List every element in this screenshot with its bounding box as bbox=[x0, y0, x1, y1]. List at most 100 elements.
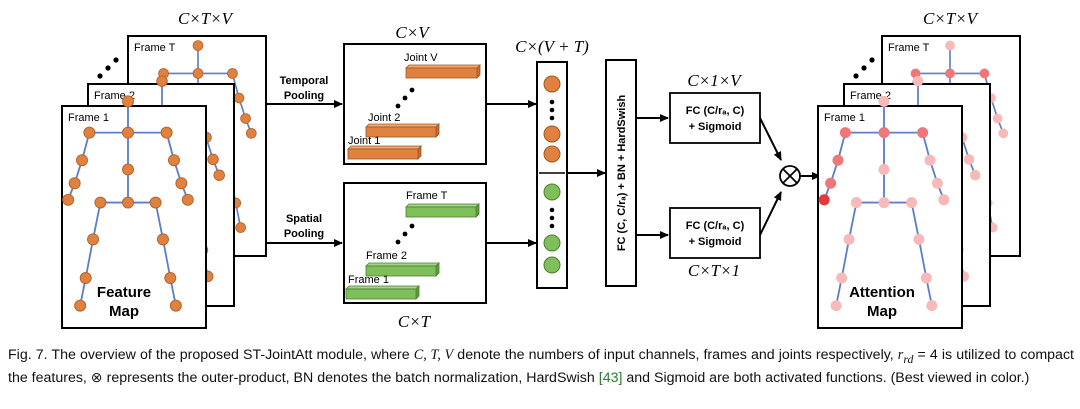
attention-joint-node bbox=[825, 177, 837, 189]
attention-joint-node bbox=[945, 68, 955, 79]
joint-node bbox=[240, 113, 251, 124]
attention-frame-1-label: Frame 1 bbox=[824, 112, 865, 124]
attention-joint-node bbox=[938, 194, 950, 206]
joint-node bbox=[168, 154, 180, 167]
joint-node bbox=[79, 272, 92, 284]
frame-1-bar-label: Frame 1 bbox=[348, 274, 389, 286]
temporal-ellipsis-dots bbox=[395, 87, 415, 109]
top-fc-line1: FC (C/rₐ, C) bbox=[686, 105, 745, 117]
joint-node bbox=[245, 127, 257, 139]
joint-1-bar bbox=[347, 145, 422, 160]
attention-joint-node bbox=[920, 272, 932, 284]
temporal-pooled-box: C×V Joint V Joint 2 Joint 1 bbox=[343, 23, 487, 165]
joint-node bbox=[192, 68, 204, 79]
top-fc-line2: + Sigmoid bbox=[689, 121, 742, 133]
top-fc-dim-label: C×1×V bbox=[687, 71, 743, 90]
joint-node bbox=[76, 154, 88, 167]
attention-joint-node bbox=[878, 197, 890, 209]
attention-joint-node bbox=[917, 127, 929, 139]
attention-map-dim-label: C×T×V bbox=[923, 9, 980, 28]
attention-joint-node bbox=[843, 233, 855, 245]
joint-node bbox=[233, 92, 245, 104]
joint-node bbox=[83, 126, 96, 139]
temporal-dim-label: C×V bbox=[395, 23, 431, 42]
joint-node bbox=[68, 177, 81, 190]
concat-lower-dots bbox=[549, 207, 555, 229]
spatial-ellipsis-dots bbox=[395, 223, 415, 245]
joint-node bbox=[122, 163, 134, 176]
concat-orange-node-3 bbox=[543, 145, 561, 163]
joint-node bbox=[169, 299, 182, 312]
spatial-pooling-arrow: Spatial Pooling bbox=[266, 213, 343, 247]
spatial-pooling-label-line1: Spatial bbox=[286, 213, 322, 225]
joint-node bbox=[207, 153, 219, 166]
frame-t-bar-label: Frame T bbox=[406, 190, 448, 202]
stack-ellipsis-dots bbox=[97, 57, 119, 79]
joint-v-bar bbox=[405, 64, 481, 79]
joint-v-label: Joint V bbox=[404, 52, 438, 64]
attention-map-stack: C×T×V Frame T Frame 2 Frame 1 Atte bbox=[817, 9, 1021, 329]
concat-green-node-1 bbox=[543, 183, 561, 201]
attention-joint-node bbox=[912, 75, 924, 87]
concat-green-node-2 bbox=[543, 234, 561, 252]
concat-green-node-3 bbox=[543, 256, 561, 274]
attention-frame-1-skeleton bbox=[818, 95, 950, 312]
caption-reference-43[interactable]: [43] bbox=[598, 369, 623, 386]
caption-math-ctv: C, T, V bbox=[413, 347, 454, 363]
outer-product-icon bbox=[779, 165, 801, 187]
bottom-fc-line1: FC (C/rₐ, C) bbox=[686, 220, 745, 232]
caption-part2: denote the numbers of input channels, fr… bbox=[453, 347, 898, 363]
attention-joint-node bbox=[818, 194, 830, 206]
attention-stack-ellipsis-dots bbox=[853, 57, 875, 79]
attention-joint-node bbox=[969, 169, 981, 181]
attention-map-label-line1: Attention bbox=[849, 284, 915, 301]
attention-joint-node bbox=[878, 127, 890, 139]
attention-joint-node bbox=[839, 127, 851, 139]
figure-caption: Fig. 7. The overview of the proposed ST-… bbox=[8, 346, 1074, 388]
caption-part3: is utilized to compact the features, ⊗ r… bbox=[8, 347, 1074, 386]
attention-joint-node bbox=[832, 154, 844, 166]
frame-1-label: Frame 1 bbox=[68, 112, 109, 124]
frame-t-label: Frame T bbox=[134, 42, 176, 54]
joint-node bbox=[122, 95, 134, 108]
joint-1-label: Joint 1 bbox=[348, 135, 380, 147]
joint-node bbox=[164, 272, 177, 284]
feature-map-stack: C×T×V Frame T Frame 2 Frame 1 bbox=[61, 9, 267, 329]
shared-fc-label: FC (C, C/rₐ) + BN + HardSwish bbox=[616, 95, 628, 252]
attention-map-label-line2: Map bbox=[867, 303, 897, 320]
joint-2-label: Joint 2 bbox=[368, 112, 400, 124]
feature-map-label-line2: Map bbox=[109, 303, 139, 320]
joint-node bbox=[235, 222, 246, 233]
attention-joint-node bbox=[836, 272, 848, 284]
joint-node bbox=[156, 233, 169, 246]
top-to-outer-product-arrow bbox=[759, 117, 782, 161]
feature-map-label-line1: Feature bbox=[97, 284, 151, 301]
joint-node bbox=[213, 169, 225, 181]
attention-joint-node bbox=[830, 300, 842, 312]
attention-joint-node bbox=[913, 233, 925, 245]
shared-fc-block: FC (C, C/rₐ) + BN + HardSwish bbox=[605, 59, 637, 287]
joint-node bbox=[156, 75, 168, 87]
spatial-pooling-label-line2: Pooling bbox=[284, 228, 324, 240]
joint-2-bar bbox=[365, 123, 440, 138]
caption-part4: and Sigmoid are both activated functions… bbox=[622, 369, 1030, 386]
attention-joint-node bbox=[979, 68, 990, 79]
temporal-pooling-label-line2: Pooling bbox=[284, 90, 324, 102]
concat-upper-dots bbox=[549, 99, 555, 121]
joint-node bbox=[160, 126, 173, 139]
joint-node bbox=[74, 299, 87, 312]
attention-joint-node bbox=[906, 197, 918, 209]
frame-2-bar bbox=[365, 262, 440, 277]
attention-joint-node bbox=[924, 154, 936, 166]
concat-orange-node-2 bbox=[543, 125, 561, 143]
joint-node bbox=[94, 196, 107, 209]
attention-joint-node bbox=[878, 163, 890, 175]
caption-math-r: r bbox=[897, 347, 904, 363]
frame-1-bar bbox=[345, 285, 420, 300]
top-fc-sigmoid-box: C×1×V FC (C/rₐ, C) + Sigmoid bbox=[669, 71, 761, 144]
joint-node bbox=[227, 68, 238, 79]
frame-t-bar bbox=[405, 203, 480, 218]
joint-node bbox=[122, 196, 134, 209]
joint-node bbox=[181, 193, 194, 206]
concat-vector: C×(V + T) bbox=[515, 37, 589, 289]
